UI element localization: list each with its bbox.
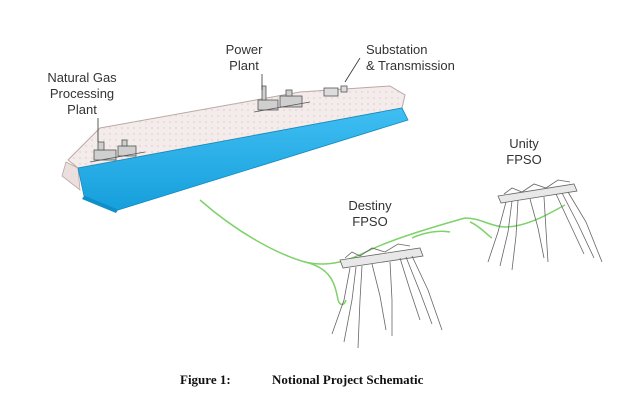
label-power-plant-line1: Power — [225, 42, 263, 57]
label-substation: Substation & Transmission — [366, 42, 455, 74]
label-unity: Unity FPSO — [500, 136, 548, 168]
label-substation-line2: & Transmission — [366, 58, 455, 73]
label-power-plant-line2: Plant — [229, 58, 259, 73]
label-destiny-line2: FPSO — [352, 214, 388, 229]
destiny-fpso — [331, 243, 443, 349]
land-strip — [61, 85, 406, 191]
power-plant — [253, 85, 311, 113]
label-unity-line2: FPSO — [506, 152, 542, 167]
pipelines — [199, 199, 566, 306]
label-destiny: Destiny FPSO — [342, 198, 398, 230]
unity-fpso — [487, 179, 603, 271]
label-power-plant: Power Plant — [212, 42, 276, 74]
label-gas-plant-line3: Plant — [67, 102, 97, 117]
leader-lines — [97, 57, 361, 142]
label-gas-plant: Natural Gas Processing Plant — [40, 70, 124, 118]
label-unity-line1: Unity — [509, 136, 539, 151]
figure-number: Figure 1: — [180, 372, 231, 387]
label-destiny-line1: Destiny — [348, 198, 392, 213]
label-gas-plant-line1: Natural Gas — [47, 70, 117, 85]
label-substation-line1: Substation — [366, 42, 428, 57]
substation — [323, 85, 348, 97]
figure-title: Notional Project Schematic — [272, 372, 424, 387]
sea — [77, 107, 409, 213]
label-gas-plant-line2: Processing — [49, 86, 115, 101]
gas-processing-plant — [89, 139, 146, 163]
